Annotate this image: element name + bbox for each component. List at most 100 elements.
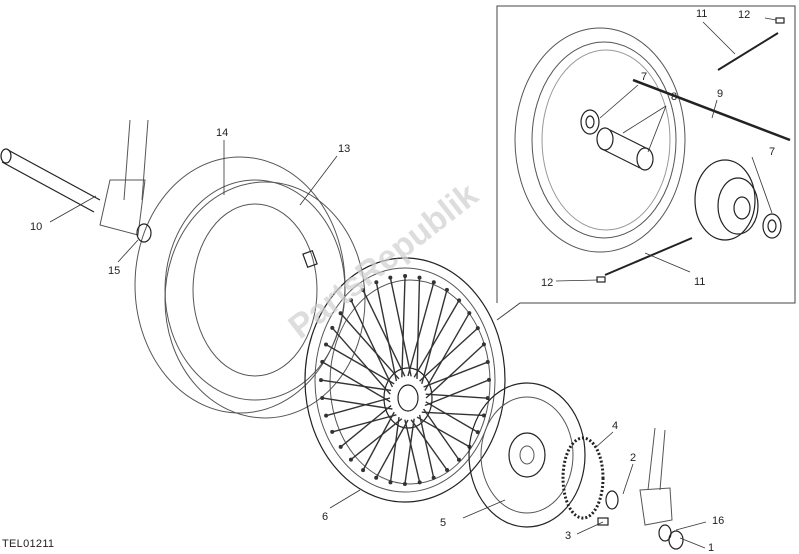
spoke [404, 419, 421, 483]
spoke-nipple [361, 468, 366, 473]
callout-13: 13 [338, 143, 350, 155]
spoke [332, 414, 397, 433]
inset-rim-outer [514, 27, 686, 253]
spoke [389, 277, 412, 377]
spoke-nipple [348, 457, 353, 462]
spoke [320, 379, 392, 392]
callout-9: 9 [717, 88, 723, 100]
callout-16: 16 [712, 515, 724, 527]
spoke [424, 312, 470, 391]
inset-bearing-right [762, 213, 782, 239]
spoke-nipple [475, 430, 480, 435]
spoke [350, 299, 394, 388]
bolt [597, 517, 609, 526]
spoke-nipple [431, 280, 436, 285]
spoke [375, 419, 409, 479]
callout-labels: 1 2 3 4 5 6 7 7 8 9 10 11 11 12 12 13 14… [30, 8, 775, 554]
inset-nipple-top [775, 17, 785, 24]
spoke-nipple [445, 468, 450, 473]
callout-11-bottom: 11 [694, 276, 705, 288]
callout-5: 5 [440, 517, 446, 529]
spoke-nipple [320, 359, 325, 364]
spoke [340, 312, 400, 380]
inner-tube [164, 181, 366, 419]
spoke-nipple [481, 342, 486, 347]
spoke-nipple [388, 480, 393, 485]
axle-shaft-top [7, 149, 101, 201]
spoke [322, 397, 393, 410]
spoke-nipple [444, 287, 449, 292]
spoke [421, 411, 484, 417]
spoke-nipple [338, 444, 343, 449]
spoke-nipple [388, 275, 393, 280]
spoke [416, 277, 421, 379]
spoke-nipple [360, 287, 365, 292]
spoke [425, 401, 479, 433]
inset-spacer [596, 127, 654, 171]
spoke-nipple [403, 274, 408, 279]
axle-nut [668, 530, 684, 550]
spoke [325, 343, 395, 385]
spoke-nipple [417, 275, 422, 280]
spoke-nipple [330, 325, 335, 330]
spoke [413, 300, 460, 378]
brake-disc [468, 382, 586, 528]
spoke [325, 397, 391, 417]
spoke-nipple [330, 429, 335, 434]
spoke [419, 327, 479, 382]
spoke [418, 414, 435, 478]
inset-nipple-bottom [596, 276, 606, 283]
spacer [605, 490, 619, 510]
spoke [375, 282, 398, 382]
inset-spoke-bottom [604, 237, 693, 276]
spoke [410, 419, 448, 471]
drawing-code: TEL01211 [2, 538, 55, 550]
callout-12-bottom: 12 [541, 277, 553, 289]
callout-12-top: 12 [738, 9, 750, 21]
spoke-nipple [319, 378, 324, 383]
spoke-nipple [338, 311, 343, 316]
spoke-nipple [349, 298, 354, 303]
spoke [340, 404, 392, 448]
spoke [425, 343, 485, 399]
callout-2: 2 [630, 452, 636, 464]
callout-15: 15 [108, 265, 120, 277]
spoke [350, 418, 403, 461]
spoke-nipple [320, 395, 325, 400]
spoke-nipple [374, 475, 379, 480]
inset-bearing-left [580, 109, 600, 135]
spoked-wheel [304, 257, 506, 503]
spoke-nipple [456, 457, 461, 462]
callout-1: 1 [708, 542, 714, 554]
spoke-nipple [374, 280, 379, 285]
leader-lines [49, 17, 777, 549]
spoke [404, 418, 415, 485]
callout-6: 6 [322, 511, 328, 523]
watermark-text: PartsRepublik [282, 176, 486, 347]
spoke-nipple [431, 475, 436, 480]
spoke-nipple [485, 396, 490, 401]
callout-10: 10 [30, 221, 42, 233]
callout-8: 8 [671, 91, 677, 103]
left-fork-assembly [0, 119, 152, 243]
tone-ring [561, 436, 605, 520]
callout-14: 14 [216, 127, 228, 139]
spoke-nipple [402, 481, 407, 486]
spoke-nipple [475, 326, 480, 331]
spoke-nipple [486, 377, 491, 382]
spoke [331, 327, 391, 395]
callout-11-top: 11 [696, 8, 707, 20]
spoke-nipple [457, 298, 462, 303]
spoke [362, 289, 406, 377]
spoke [416, 416, 470, 448]
callout-4: 4 [612, 420, 618, 432]
spoke [321, 361, 391, 403]
inset-axle-rod [632, 78, 791, 142]
tyre [134, 156, 346, 414]
inset-rim-inner [531, 41, 677, 239]
inset-hub [694, 159, 759, 241]
right-fork-assembly [597, 427, 684, 550]
spoke [401, 275, 406, 378]
spoke-nipple [481, 413, 486, 418]
